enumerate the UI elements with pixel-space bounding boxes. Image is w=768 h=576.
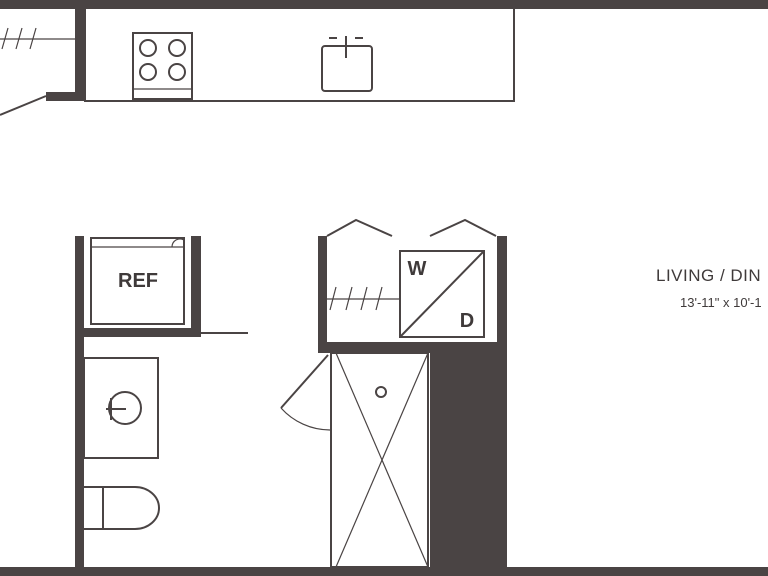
- laundry-bottom-wall: [318, 342, 432, 353]
- closet-wall-vertical: [75, 9, 85, 101]
- toilet-icon: [84, 486, 160, 530]
- laundry-hangers: [329, 286, 383, 311]
- bottom-wall: [0, 567, 768, 576]
- sliding-door-panel: [124, 329, 200, 337]
- washer-dryer-icon: [399, 250, 485, 338]
- stove-icon: [132, 32, 193, 100]
- room-name: LIVING / DIN: [656, 266, 761, 285]
- vanity-sink-icon: [83, 357, 159, 459]
- laundry-right-wall: [497, 236, 507, 356]
- top-wall: [0, 0, 768, 9]
- kitchen-left-wall: [75, 236, 84, 567]
- ref-label: REF: [118, 270, 158, 292]
- room-dimensions: 13'-11" x 10'-1: [680, 295, 762, 310]
- closet-hangers-top: [1, 27, 37, 50]
- kitchen-counter: [84, 9, 515, 102]
- refrigerator-icon: [90, 237, 185, 325]
- kitchen-sink-icon: [321, 36, 373, 92]
- bath-door-icon: [280, 354, 331, 431]
- ref-right-wall: [191, 236, 201, 328]
- washer-label: W: [408, 258, 427, 280]
- dryer-label: D: [460, 310, 474, 332]
- shaft-block: [430, 342, 507, 567]
- bifold-door-right: [429, 218, 497, 237]
- bifold-door-left: [326, 218, 393, 237]
- shower-icon: [330, 352, 429, 568]
- laundry-left-wall: [318, 236, 327, 353]
- closet-wall-stub: [46, 92, 76, 101]
- closet-door: [0, 95, 47, 116]
